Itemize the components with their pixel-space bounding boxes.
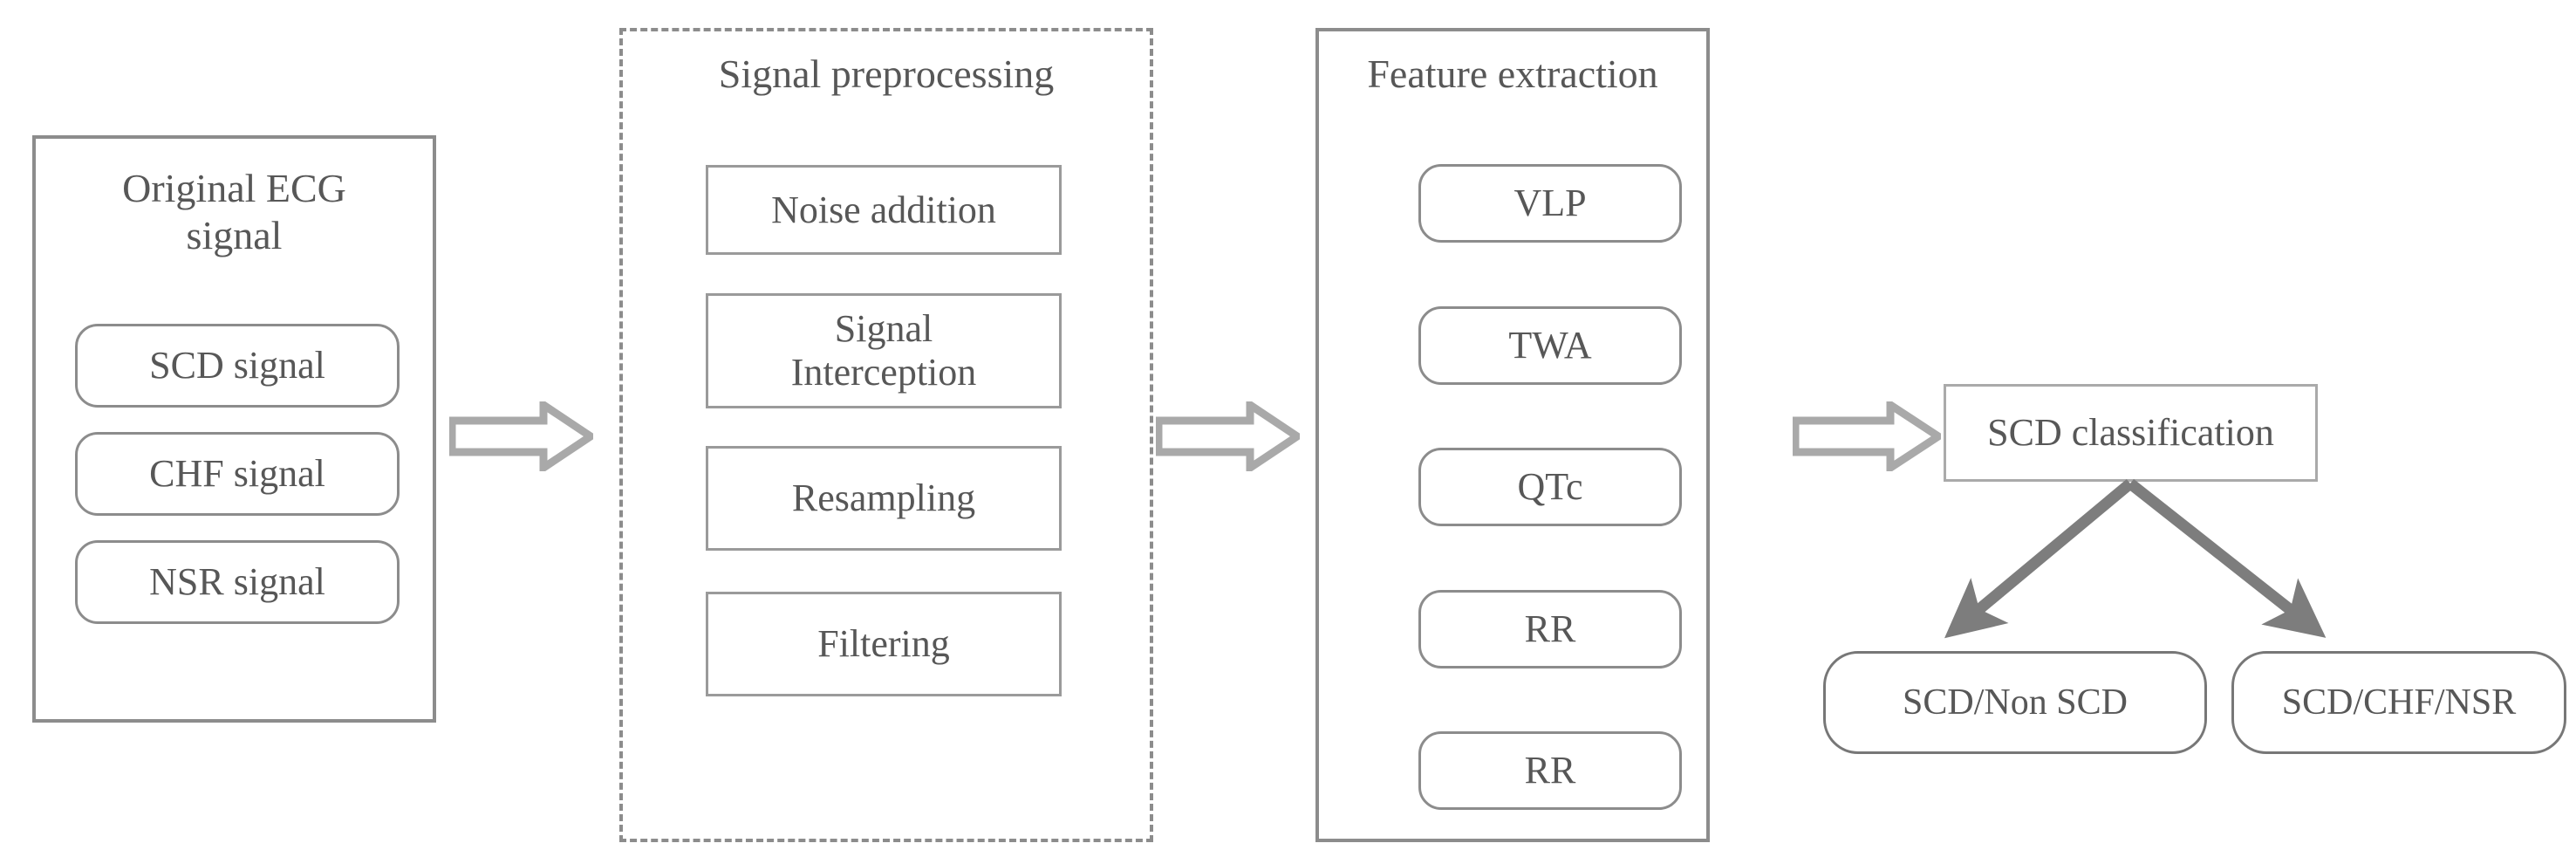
- node-output-scd-non-scd[interactable]: SCD/Non SCD: [1823, 651, 2207, 754]
- node-scd-classification[interactable]: SCD classification: [1944, 384, 2318, 482]
- node-qtc[interactable]: QTc: [1418, 448, 1682, 526]
- stage-signal-preprocessing: Signal preprocessing Noise addition Sign…: [619, 28, 1153, 842]
- stage-title-feature-extraction: Feature extraction: [1367, 51, 1658, 96]
- block-arrow-preprocessing-to-features: [1156, 401, 1300, 471]
- node-output-scd-chf-nsr[interactable]: SCD/CHF/NSR: [2231, 651, 2566, 754]
- block-arrow-input-to-preprocessing: [449, 401, 593, 471]
- node-noise-addition[interactable]: Noise addition: [706, 165, 1062, 255]
- node-twa[interactable]: TWA: [1418, 306, 1682, 385]
- node-filtering[interactable]: Filtering: [706, 592, 1062, 696]
- node-chf-signal[interactable]: CHF signal: [75, 432, 400, 516]
- stage-feature-extraction: Feature extraction VLP TWA QTc RR RR: [1315, 28, 1710, 842]
- stage-original-ecg-signal: Original ECG signal SCD signal CHF signa…: [32, 135, 436, 723]
- node-rr-1[interactable]: RR: [1418, 590, 1682, 668]
- node-scd-signal[interactable]: SCD signal: [75, 324, 400, 408]
- node-signal-interception[interactable]: Signal Interception: [706, 293, 1062, 408]
- node-nsr-signal[interactable]: NSR signal: [75, 540, 400, 624]
- stage-title-original-ecg-signal: Original ECG signal: [122, 166, 346, 257]
- node-vlp[interactable]: VLP: [1418, 164, 1682, 243]
- stage-title-signal-preprocessing: Signal preprocessing: [718, 51, 1055, 96]
- block-arrow-features-to-classification: [1793, 401, 1941, 471]
- node-resampling[interactable]: Resampling: [706, 446, 1062, 551]
- node-rr-2[interactable]: RR: [1418, 731, 1682, 810]
- branch-arrow-to-binary: [1944, 479, 2135, 639]
- branch-arrow-to-multiclass: [2126, 478, 2327, 638]
